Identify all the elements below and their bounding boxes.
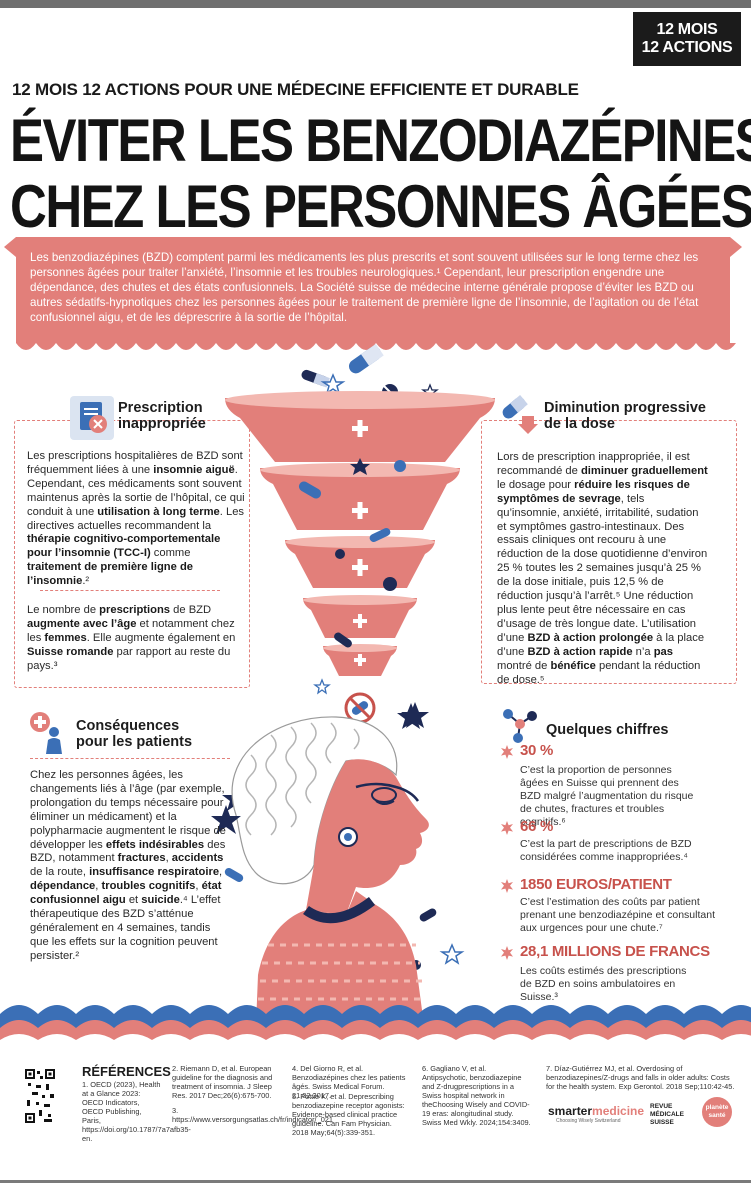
bottom-bar — [0, 1180, 751, 1200]
stat-description: Les coûts estimés des prescriptions de B… — [520, 965, 687, 1003]
prescription-paragraph1: Les prescriptions hospitalières de BZD s… — [27, 450, 245, 588]
diminution-box — [481, 420, 737, 684]
qr-code — [24, 1068, 56, 1124]
pill-icon — [348, 343, 384, 374]
series-tag-line1: 12 MOIS — [656, 21, 718, 38]
consequences-title: Conséquences pour les patients — [76, 718, 192, 750]
series-tag-line2: 12 ACTIONS — [641, 39, 733, 56]
reference-item: 1. OECD (2023), Health at a Glance 2023:… — [82, 1080, 191, 1143]
stat-value: 66 % — [520, 818, 553, 835]
reference-item: 4. Del Giorno R, et al. Benzodiazépines … — [292, 1064, 406, 1100]
intro-banner — [16, 237, 730, 343]
patient-cross-icon — [30, 710, 66, 754]
elderly-woman-illustration — [211, 703, 465, 1025]
stat-value: 28,1 MILLIONS DE FRANCS — [520, 943, 710, 960]
references-heading: RÉFÉRENCES — [82, 1064, 171, 1079]
revue-medicale-logo: REVUE MÉDICALE SUISSE — [650, 1103, 684, 1126]
diminution-title-line1: Diminution progressive — [544, 400, 706, 416]
series-tag: 12 MOIS 12 ACTIONS — [633, 12, 741, 66]
intro-banner-edges — [4, 237, 742, 350]
reference-item: 5. Pottie K, et al. Deprescribing benzod… — [292, 1092, 405, 1137]
star-burst-icon — [501, 745, 513, 759]
top-bar — [0, 0, 751, 8]
document-search-icon — [70, 396, 114, 440]
smarter-medicine-logo: smartermedicine — [548, 1104, 645, 1118]
page-title: ÉVITER LES BENZODIAZÉPINES CHEZ LES PERS… — [10, 106, 751, 241]
stat-description: C’est la part de prescriptions de BZD co… — [520, 838, 692, 863]
divider — [30, 758, 230, 759]
star-burst-icon — [501, 879, 513, 893]
funnel-illustration — [225, 343, 495, 728]
title-line1: ÉVITER LES BENZODIAZÉPINES — [10, 106, 751, 175]
prescription-title-line2: inappropriée — [118, 416, 206, 432]
chiffres-title: Quelques chiffres — [546, 722, 669, 738]
kicker: 12 MOIS 12 ACTIONS POUR UNE MÉDECINE EFF… — [12, 80, 579, 99]
intro-text: Les benzodiazépines (BZD) comptent parmi… — [30, 251, 699, 324]
consequences-title-line1: Conséquences — [76, 718, 180, 734]
prescription-paragraph2: Le nombre de prescriptions de BZD augmen… — [27, 604, 236, 672]
molecule-icon — [500, 704, 540, 744]
reference-item: 3. https://www.versorgungsatlas.ch/fr/in… — [172, 1106, 334, 1124]
consequences-title-line2: pour les patients — [76, 734, 193, 750]
stat-value: 30 % — [520, 742, 553, 759]
consequences-text: Chez les personnes âgées, les changement… — [30, 769, 226, 962]
stat-description: C’est l’estimation des coûts par patient… — [520, 896, 715, 934]
planete-sante-logo: planète santé — [702, 1097, 732, 1127]
pill-dose-icon — [500, 394, 538, 434]
reference-item: 6. Gagliano V, et al. Antipsychotic, ben… — [422, 1064, 531, 1127]
stat-description: C’est la proportion de personnes âgées e… — [520, 764, 694, 828]
prescription-title: Prescription inappropriée — [118, 400, 206, 432]
reference-item: 2. Riemann D, et al. European guideline … — [172, 1064, 273, 1100]
divider — [40, 590, 220, 591]
stat-value: 1850 EUROS/PATIENT — [520, 876, 672, 893]
star-burst-icon — [501, 821, 513, 835]
prescription-title-line1: Prescription — [118, 400, 203, 416]
wave-divider — [0, 1005, 751, 1052]
star-burst-icon — [501, 946, 513, 960]
prescription-box — [14, 420, 250, 688]
diminution-title-line2: de la dose — [544, 416, 615, 432]
smarter-medicine-subtitle: Choosing Wisely Switzerland — [556, 1118, 621, 1124]
title-line2: CHEZ LES PERSONNES ÂGÉES — [10, 172, 751, 241]
diminution-title: Diminution progressive de la dose — [544, 400, 706, 432]
diminution-text: Lors de prescription inappropriée, il es… — [497, 451, 708, 686]
reference-item: 7. Díaz-Gutiérrez MJ, et al. Overdosing … — [546, 1064, 735, 1091]
